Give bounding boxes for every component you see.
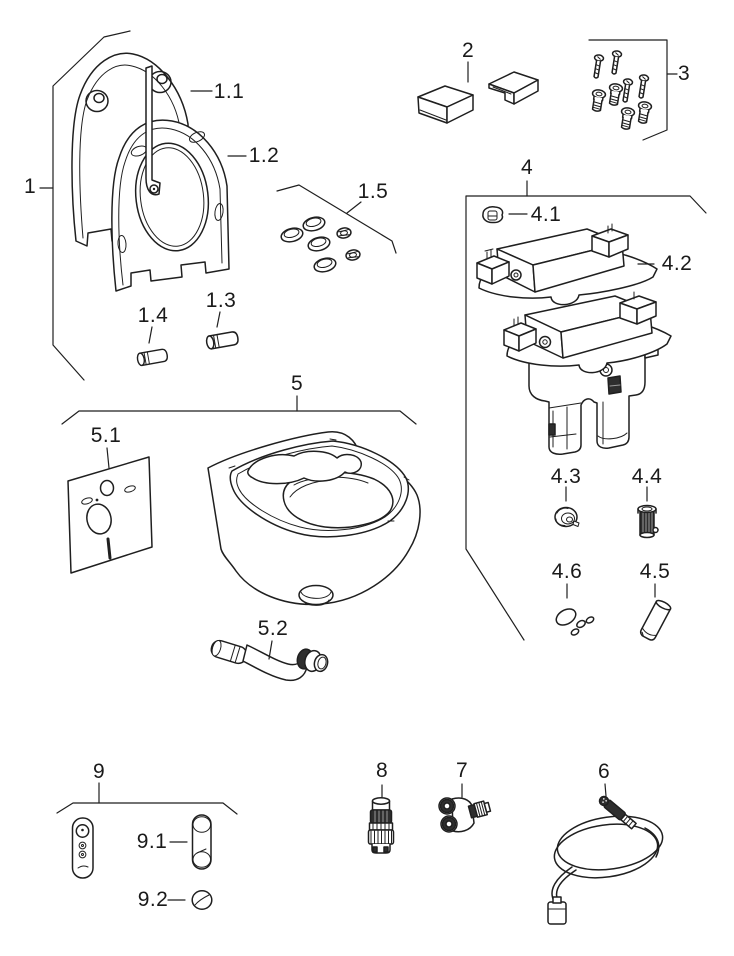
part-label-5-2: 5.2 — [257, 617, 289, 640]
part-label-5-1: 5.1 — [90, 424, 122, 447]
part-label-1-4: 1.4 — [137, 304, 169, 327]
part-9-2-cap — [191, 890, 213, 910]
part-label-4-5: 4.5 — [639, 560, 671, 583]
part-label-1-5: 1.5 — [357, 180, 389, 203]
part-label-1-2: 1.2 — [248, 144, 280, 167]
part-2-covers — [417, 71, 539, 124]
part-label-4: 4 — [520, 156, 534, 179]
part-label-9: 9 — [92, 760, 106, 783]
part-1-2-frame-drawing — [111, 119, 230, 292]
part-1-5-grommets — [279, 214, 362, 275]
part-label-9-2: 9.2 — [137, 888, 169, 911]
part-7-connector — [438, 797, 492, 833]
part-9-remote — [71, 817, 94, 879]
part-1-3-bushing — [204, 330, 240, 351]
part-label-1-1: 1.1 — [213, 80, 245, 103]
part-5-1-mat — [67, 456, 153, 574]
part-1-1-strap-drawing — [145, 65, 161, 196]
part-4-1-clip — [482, 206, 504, 224]
group-brackets — [39, 30, 707, 815]
part-1-4-bushing — [135, 347, 169, 367]
part-5-bowl-drawing — [207, 431, 421, 606]
part-label-7: 7 — [455, 759, 469, 782]
part-label-4-2: 4.2 — [661, 252, 693, 275]
part-label-5: 5 — [290, 372, 304, 395]
part-4-3-cap — [554, 506, 580, 528]
part-5-2-hose — [210, 639, 329, 682]
part-label-4-1: 4.1 — [530, 203, 562, 226]
part-8-valve — [367, 797, 395, 854]
part-label-9-1: 9.1 — [136, 830, 168, 853]
part-label-8: 8 — [375, 759, 389, 782]
part-4-4-filter — [637, 504, 659, 539]
group-leaders — [106, 61, 656, 901]
part-4-2-cover — [476, 223, 658, 306]
part-4-module — [503, 291, 672, 455]
part-label-2: 2 — [461, 39, 475, 62]
part-4-6-o-rings — [555, 608, 595, 636]
part-9-1-sleeve — [191, 814, 212, 870]
part-label-1-3: 1.3 — [205, 289, 237, 312]
part-3-screws — [589, 49, 653, 131]
part-label-1: 1 — [23, 175, 37, 198]
part-label-4-6: 4.6 — [551, 560, 583, 583]
part-4-5-sleeve — [639, 599, 672, 641]
part-label-4-4: 4.4 — [631, 465, 663, 488]
part-label-6: 6 — [597, 760, 611, 783]
part-label-3: 3 — [677, 62, 691, 85]
part-6-cable — [547, 795, 664, 925]
part-label-4-3: 4.3 — [550, 465, 582, 488]
